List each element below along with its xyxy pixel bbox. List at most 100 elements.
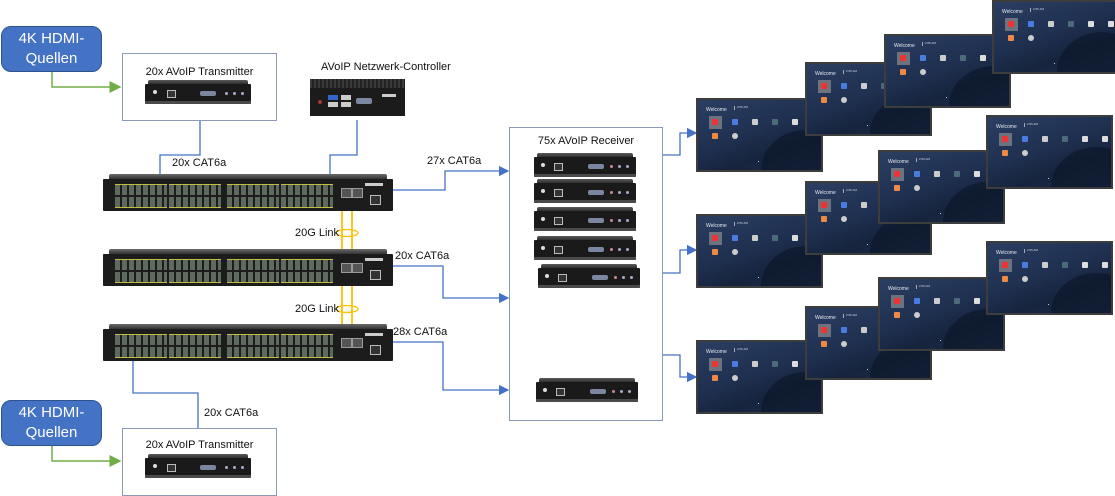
screen-app-icon <box>861 327 867 333</box>
screen-app-icon <box>841 202 847 208</box>
screen-app-icon <box>894 185 900 191</box>
screen-app-icon <box>772 361 778 367</box>
cat6a-controller-switch1 <box>324 120 358 188</box>
screen-app-icon <box>1062 136 1068 142</box>
screen-app-icon <box>732 361 738 367</box>
hdmi-connector-top <box>51 72 122 93</box>
hdmi-rx-screens-top <box>663 127 698 156</box>
screen-app-icon <box>914 312 920 318</box>
receiver-device <box>536 378 638 402</box>
transmitter-device <box>145 80 251 104</box>
transmitter-group-top: 20x AVoIP Transmitter <box>122 53 277 121</box>
screen-app-icon <box>821 202 827 208</box>
screen-app-icon <box>1048 21 1054 27</box>
screen-app-icon <box>1002 150 1008 156</box>
screen-app-icon <box>841 83 847 89</box>
screen-app-icon <box>954 298 960 304</box>
network-switch-1 <box>103 174 393 211</box>
label-tx-top-cat6a: 20x CAT6a <box>172 157 227 169</box>
screen-app-icon <box>934 298 940 304</box>
screen-app-icon <box>861 83 867 89</box>
screen-app-icon <box>1062 262 1068 268</box>
screen-app-icon <box>1082 262 1088 268</box>
receiver-device <box>534 179 636 203</box>
label-stack-link-2: 20G Link <box>295 303 340 315</box>
screen-app-icon <box>792 119 798 125</box>
hdmi-connector-bottom <box>51 446 122 467</box>
screen-app-icon <box>732 375 738 381</box>
screen-app-icon <box>894 298 900 304</box>
screen-app-icon <box>712 235 718 241</box>
display-screen: Welcome 2:05 AM <box>986 115 1113 189</box>
screen-clock: 2:05 AM <box>734 221 748 226</box>
screen-app-icon <box>1088 21 1094 27</box>
screen-app-icon <box>894 312 900 318</box>
screen-app-icon <box>954 171 960 177</box>
receiver-device <box>534 153 636 177</box>
transmitter-device <box>145 454 251 478</box>
screen-app-icon <box>821 341 827 347</box>
screen-app-icon <box>752 361 758 367</box>
screen-app-icon <box>841 327 847 333</box>
hdmi-source-top-label: 4K HDMI- Quellen <box>18 30 85 67</box>
screen-clock: 2:05 AM <box>843 188 857 193</box>
display-screen: Welcome 2:05 AM <box>696 214 823 288</box>
cat6a-tx-bottom-switch3 <box>127 350 199 428</box>
receiver-device <box>534 207 636 231</box>
screen-app-icon <box>712 361 718 367</box>
label-switch2-cat6a: 20x CAT6a <box>395 250 450 262</box>
screen-app-icon <box>792 235 798 241</box>
receiver-device <box>534 236 636 260</box>
cat6a-switch3-rx <box>390 341 510 396</box>
screen-app-icon <box>914 171 920 177</box>
hdmi-source-bottom-label: 4K HDMI- Quellen <box>18 404 85 441</box>
label-switch1-cat6a: 27x CAT6a <box>427 155 482 167</box>
screen-app-icon <box>712 249 718 255</box>
controller-title: AVoIP Netzwerk-Controller <box>321 61 451 73</box>
screen-app-icon <box>920 55 926 61</box>
screen-clock: 2:05 AM <box>734 105 748 110</box>
screen-app-icon <box>712 119 718 125</box>
screen-app-icon <box>960 55 966 61</box>
network-switch-3 <box>103 324 393 361</box>
screen-clock: 2:05 AM <box>1024 122 1038 127</box>
screen-app-icon <box>1082 136 1088 142</box>
screen-welcome-text: Welcome <box>815 71 836 77</box>
screen-app-icon <box>900 69 906 75</box>
cat6a-tx-top-switch1 <box>154 120 201 188</box>
screen-welcome-text: Welcome <box>996 124 1017 130</box>
screen-app-icon <box>1028 35 1034 41</box>
hdmi-source-top: 4K HDMI- Quellen <box>1 26 102 72</box>
screen-app-icon <box>1068 21 1074 27</box>
screen-app-icon <box>861 202 867 208</box>
hdmi-source-bottom: 4K HDMI- Quellen <box>1 400 102 446</box>
screen-app-icon <box>712 133 718 139</box>
screen-app-icon <box>1042 136 1048 142</box>
screen-app-icon <box>752 119 758 125</box>
screen-app-icon <box>772 235 778 241</box>
screen-app-icon <box>712 375 718 381</box>
screen-app-icon <box>974 171 980 177</box>
screen-welcome-text: Welcome <box>706 349 727 355</box>
screen-app-icon <box>821 83 827 89</box>
screen-clock: 2:05 AM <box>922 41 936 46</box>
screen-app-icon <box>752 235 758 241</box>
screen-app-icon <box>1028 21 1034 27</box>
screen-app-icon <box>732 119 738 125</box>
transmitter-bottom-title: 20x AVoIP Transmitter <box>145 439 254 451</box>
screen-welcome-text: Welcome <box>706 223 727 229</box>
screen-clock: 2:05 AM <box>916 157 930 162</box>
screen-app-icon <box>914 298 920 304</box>
screen-app-icon <box>1022 136 1028 142</box>
transmitter-top-title: 20x AVoIP Transmitter <box>145 66 254 78</box>
screen-app-icon <box>1022 150 1028 156</box>
screen-app-icon <box>894 171 900 177</box>
screen-app-icon <box>841 216 847 222</box>
screen-app-icon <box>1008 21 1014 27</box>
screen-app-icon <box>772 119 778 125</box>
screen-welcome-text: Welcome <box>815 190 836 196</box>
